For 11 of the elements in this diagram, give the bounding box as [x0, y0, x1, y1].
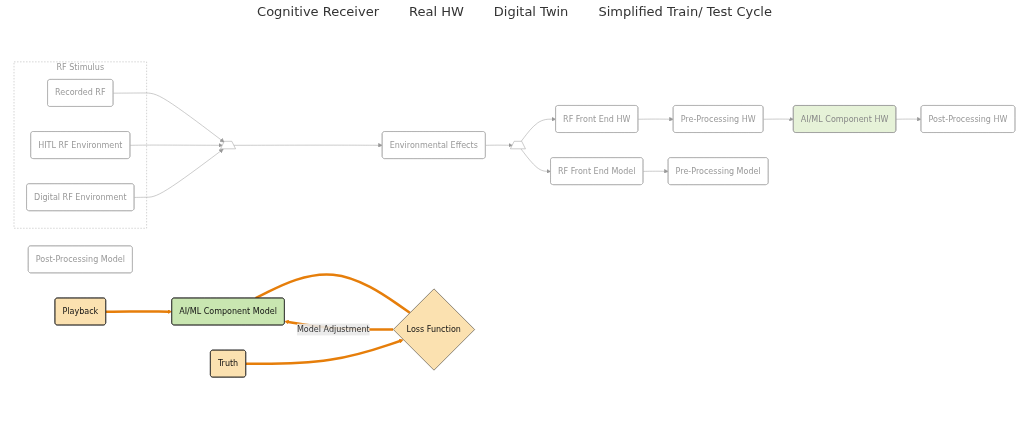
connector	[255, 273, 411, 314]
arrow	[105, 309, 173, 314]
edge-label: Model Adjustment	[296, 324, 370, 335]
diagram-label: Real HW	[409, 4, 464, 19]
node-diamond: Loss Function	[393, 288, 475, 371]
diagram-label: Cognitive Receiver	[257, 4, 379, 19]
diagram-label: Digital Twin	[493, 4, 569, 19]
node-trapezoid	[510, 141, 526, 150]
node-trapezoid	[220, 141, 236, 150]
diagram-label: Simplified Train/ Test Cycle	[598, 4, 772, 19]
arrow	[245, 339, 404, 366]
